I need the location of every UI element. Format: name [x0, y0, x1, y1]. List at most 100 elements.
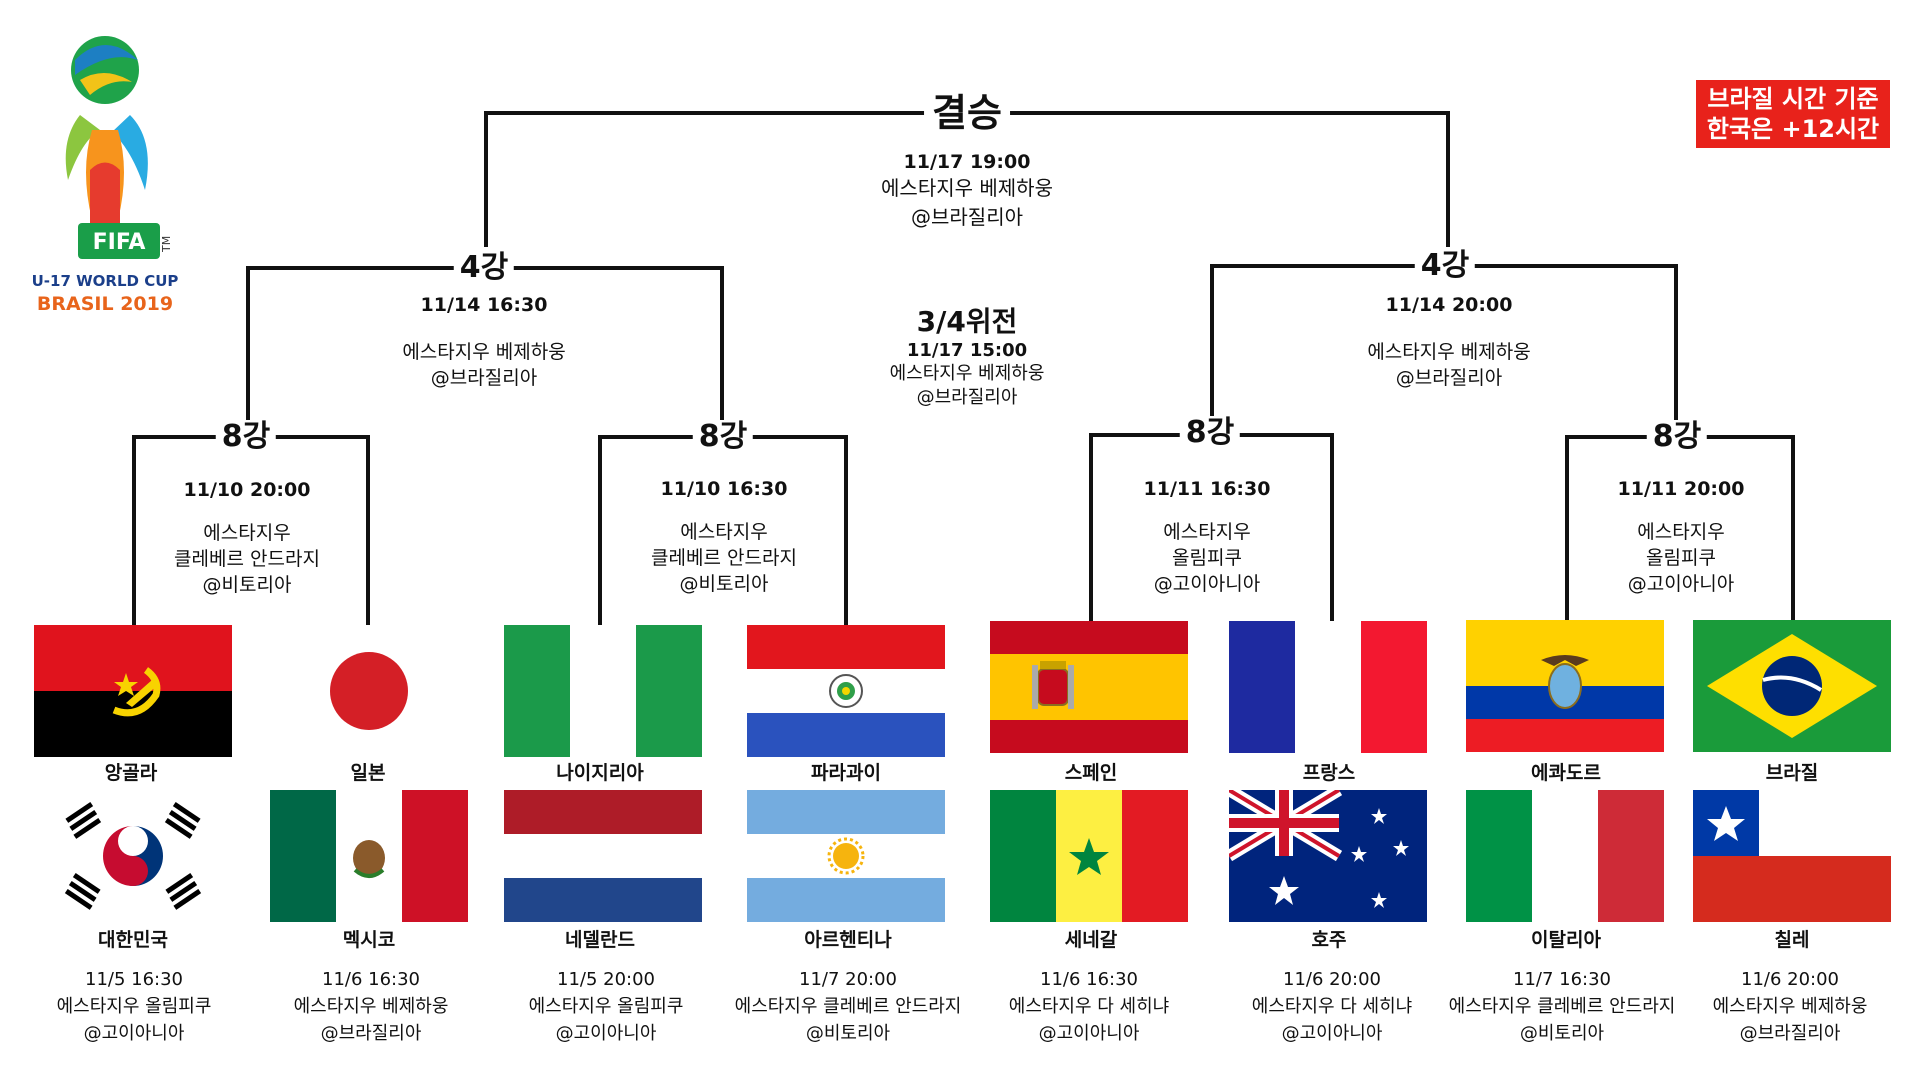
- team-name-korea: 대한민국: [98, 929, 168, 951]
- round16-match-1: 11/5 16:30 에스타지우 올림피쿠 @고이아니아: [57, 966, 212, 1047]
- semi-left-label: 4강: [453, 251, 515, 285]
- round16-match-8: 11/6 20:00 에스타지우 베제하웅 @브라질리아: [1713, 966, 1868, 1047]
- team-name-paraguay: 파라과이: [811, 762, 881, 784]
- quarter-4-venue1: 에스타지우: [1637, 521, 1725, 543]
- round16-2-date: 11/6 16:30: [321, 969, 421, 990]
- quarter-1-date: 11/10 20:00: [183, 479, 311, 501]
- team-name-italy: 이탈리아: [1531, 929, 1601, 951]
- argentina-flag: [747, 790, 945, 922]
- mexico-flag: [270, 790, 468, 922]
- round16-2-venue: 에스타지우 베제하웅: [293, 996, 449, 1017]
- round16-7-venue: 에스타지우 클레베르 안드라지: [1448, 996, 1676, 1017]
- quarter-4-label: 8강: [1646, 420, 1708, 454]
- third-place-label: 3/4위전: [916, 305, 1018, 338]
- round16-match-4: 11/7 20:00 에스타지우 클레베르 안드라지 @비토리아: [735, 966, 962, 1047]
- round16-8-venue: 에스타지우 베제하웅: [1712, 996, 1868, 1017]
- team-name-spain: 스페인: [1064, 762, 1118, 784]
- quarter-3-venue2: 올림피쿠: [1172, 547, 1242, 569]
- quarter-2-city: @비토리아: [679, 573, 769, 595]
- chile-flag: [1693, 790, 1891, 922]
- quarter-1-venue2: 클레베르 안드라지: [174, 548, 320, 570]
- notice-line-2: 한국은 +12시간: [1706, 115, 1880, 143]
- team-name-nigeria: 나이지리아: [556, 762, 644, 784]
- quarter-4-info: 11/11 20:00 에스타지우 올림피쿠 @고이아니아: [1618, 477, 1745, 597]
- team-name-argentina: 아르헨티나: [804, 929, 892, 951]
- round16-6-date: 11/6 20:00: [1282, 969, 1382, 990]
- round16-7-date: 11/7 16:30: [1512, 969, 1612, 990]
- team-name-brazil: 브라질: [1765, 762, 1819, 784]
- semi-right-info: 11/14 20:00 에스타지우 베제하웅 @브라질리아: [1367, 293, 1530, 391]
- round16-5-date: 11/6 16:30: [1039, 969, 1139, 990]
- spain-flag: [990, 621, 1188, 753]
- quarter-4-venue2: 올림피쿠: [1646, 547, 1716, 569]
- quarter-3-label: 8강: [1179, 416, 1241, 450]
- netherlands-flag: [504, 790, 702, 922]
- semi-right-date: 11/14 20:00: [1385, 294, 1513, 316]
- third-place-city: @브라질리아: [916, 387, 1018, 408]
- round16-1-city: @고이아니아: [83, 1023, 185, 1044]
- semi-left-city: @브라질리아: [430, 367, 538, 389]
- quarter-2-date: 11/10 16:30: [660, 478, 788, 500]
- round16-match-5: 11/6 16:30 에스타지우 다 세히냐 @고이아니아: [1009, 966, 1169, 1047]
- quarter-1-venue1: 에스타지우: [203, 522, 291, 544]
- logo-event-text: U-17 WORLD CUP: [32, 272, 179, 290]
- senegal-flag: [990, 790, 1188, 922]
- team-name-angola: 앙골라: [104, 762, 158, 784]
- round16-6-venue: 에스타지우 다 세히냐: [1251, 996, 1413, 1017]
- round16-1-venue: 에스타지우 올림피쿠: [56, 996, 212, 1017]
- round16-match-3: 11/5 20:00 에스타지우 올림피쿠 @고이아니아: [529, 966, 684, 1047]
- time-notice-badge: 브라질 시간 기준 한국은 +12시간: [1696, 80, 1890, 148]
- france-flag: [1229, 621, 1427, 753]
- quarter-3-info: 11/11 16:30 에스타지우 올림피쿠 @고이아니아: [1144, 477, 1271, 597]
- quarter-4-date: 11/11 20:00: [1617, 478, 1745, 500]
- ecuador-flag: [1466, 620, 1664, 752]
- round16-7-city: @비토리아: [1519, 1023, 1605, 1044]
- quarter-3-venue1: 에스타지우: [1163, 521, 1251, 543]
- team-name-netherlands: 네델란드: [565, 929, 635, 951]
- final-city: @브라질리아: [911, 205, 1023, 229]
- quarter-1-city: @비토리아: [202, 574, 292, 596]
- australia-flag: [1229, 790, 1427, 922]
- logo-edition-text: BRASIL 2019: [37, 293, 173, 315]
- team-name-japan: 일본: [350, 762, 386, 784]
- italy-flag: [1466, 790, 1664, 922]
- team-name-france: 프랑스: [1302, 762, 1356, 784]
- quarter-4-city: @고이아니아: [1627, 573, 1735, 595]
- final-date: 11/17 19:00: [903, 151, 1031, 173]
- angola-flag: [34, 625, 232, 757]
- logo-brand-text: FIFA: [93, 230, 146, 255]
- quarter-1-label: 8강: [215, 420, 277, 454]
- third-place-venue: 에스타지우 베제하웅: [889, 363, 1045, 384]
- logo-tm-text: TM: [160, 236, 173, 253]
- korea-flag: [34, 790, 232, 922]
- semi-left-info: 11/14 16:30 에스타지우 베제하웅 @브라질리아: [402, 293, 565, 391]
- round16-4-date: 11/7 20:00: [798, 969, 898, 990]
- semi-right-label: 4강: [1414, 249, 1476, 283]
- team-name-mexico: 멕시코: [342, 929, 396, 951]
- nigeria-flag: [504, 625, 702, 757]
- team-name-senegal: 세네갈: [1064, 929, 1118, 951]
- final-venue: 에스타지우 베제하웅: [881, 176, 1053, 200]
- semi-left-venue: 에스타지우 베제하웅: [402, 341, 566, 363]
- round16-2-city: @브라질리아: [320, 1023, 422, 1044]
- round16-match-7: 11/7 16:30 에스타지우 클레베르 안드라지 @비토리아: [1449, 966, 1676, 1047]
- round16-8-city: @브라질리아: [1739, 1023, 1841, 1044]
- team-name-ecuador: 에콰도르: [1531, 762, 1601, 784]
- quarter-3-city: @고이아니아: [1153, 573, 1261, 595]
- quarter-2-label: 8강: [692, 420, 754, 454]
- semi-left-date: 11/14 16:30: [420, 294, 548, 316]
- quarter-2-venue1: 에스타지우: [680, 521, 768, 543]
- japan-flag: [270, 625, 468, 757]
- round16-match-2: 11/6 16:30 에스타지우 베제하웅 @브라질리아: [294, 966, 449, 1047]
- semi-right-city: @브라질리아: [1395, 367, 1503, 389]
- round16-5-venue: 에스타지우 다 세히냐: [1008, 996, 1170, 1017]
- team-name-australia: 호주: [1311, 929, 1347, 951]
- third-place-date: 11/17 15:00: [906, 340, 1028, 361]
- round16-match-6: 11/6 20:00 에스타지우 다 세히냐 @고이아니아: [1252, 966, 1412, 1047]
- quarter-1-info: 11/10 20:00 에스타지우 클레베르 안드라지 @비토리아: [174, 478, 320, 598]
- third-place-info: 3/4위전 11/17 15:00 에스타지우 베제하웅 @브라질리아: [890, 305, 1045, 410]
- round16-4-city: @비토리아: [805, 1023, 891, 1044]
- round16-8-date: 11/6 20:00: [1740, 969, 1840, 990]
- brazil-flag: [1693, 620, 1891, 752]
- final-info: 11/17 19:00 에스타지우 베제하웅 @브라질리아: [881, 150, 1053, 232]
